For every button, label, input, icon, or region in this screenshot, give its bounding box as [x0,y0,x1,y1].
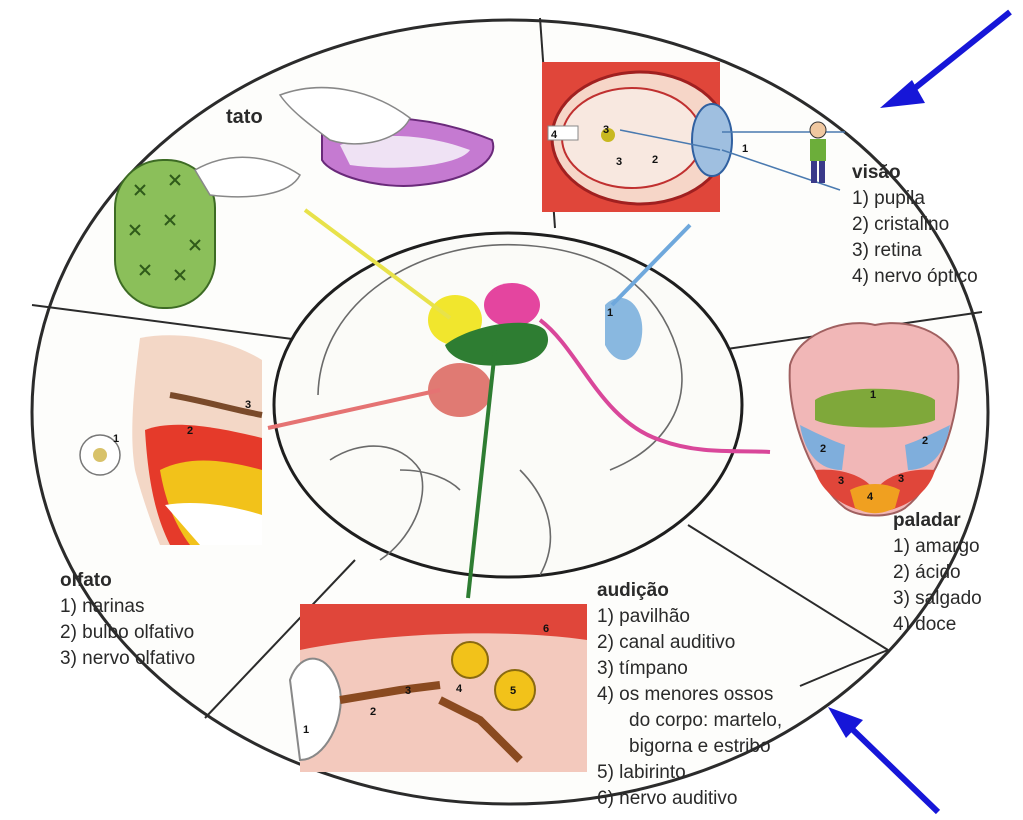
olfato-item: 3) nervo olfativo [60,646,195,672]
paladar-item: 1) amargo [893,534,982,560]
svg-text:3: 3 [616,156,622,168]
svg-text:3: 3 [838,475,844,487]
paladar-item: 3) salgado [893,586,982,612]
svg-text:3: 3 [603,124,609,136]
paladar-item: 4) doce [893,612,982,638]
audicao-illustration: 1 2 3 4 5 6 [290,604,587,772]
audicao-item-continuation: bigorna e estribo [597,734,782,760]
visao-item: 2) cristalino [852,212,978,238]
svg-text:6: 6 [543,623,549,635]
svg-text:3: 3 [898,473,904,485]
svg-text:2: 2 [652,154,658,166]
paladar-legend: paladar 1) amargo 2) ácido 3) salgado 4)… [893,508,982,638]
audicao-item: 3) tímpano [597,656,782,682]
olfato-title: olfato [60,568,195,594]
visao-item: 4) nervo óptico [852,264,978,290]
tato-title: tato [226,106,263,129]
svg-text:2: 2 [187,425,193,437]
svg-text:5: 5 [510,685,516,697]
audicao-item: 2) canal auditivo [597,630,782,656]
svg-text:3: 3 [405,685,411,697]
olfato-item: 2) bulbo olfativo [60,620,195,646]
svg-text:2: 2 [820,443,826,455]
olfato-item: 1) narinas [60,594,195,620]
svg-text:1: 1 [607,307,613,319]
svg-text:1: 1 [870,389,876,401]
visao-title: visão [852,160,978,186]
svg-text:3: 3 [245,399,251,411]
svg-text:1: 1 [742,143,748,155]
audicao-item: 1) pavilhão [597,604,782,630]
svg-text:2: 2 [922,435,928,447]
olfato-legend: olfato 1) narinas 2) bulbo olfativo 3) n… [60,568,195,672]
svg-text:1: 1 [303,724,309,736]
audicao-item-continuation: do corpo: martelo, [597,708,782,734]
audicao-item: 5) labirinto [597,760,782,786]
arrow-pointer-icon [880,12,1010,108]
audicao-title: audição [597,578,782,604]
svg-text:4: 4 [867,491,874,503]
svg-text:4: 4 [551,129,558,141]
visao-item: 3) retina [852,238,978,264]
paladar-item: 2) ácido [893,560,982,586]
svg-text:2: 2 [370,706,376,718]
svg-text:1: 1 [113,433,119,445]
arrow-pointer-icon [828,707,938,812]
visao-item: 1) pupila [852,186,978,212]
paladar-title: paladar [893,508,982,534]
visao-legend: visão 1) pupila 2) cristalino 3) retina … [852,160,978,290]
audicao-legend: audição 1) pavilhão 2) canal auditivo 3)… [597,578,782,812]
svg-text:4: 4 [456,683,463,695]
audicao-item: 6) nervo auditivo [597,786,782,812]
audicao-item: 4) os menores ossos [597,682,782,708]
